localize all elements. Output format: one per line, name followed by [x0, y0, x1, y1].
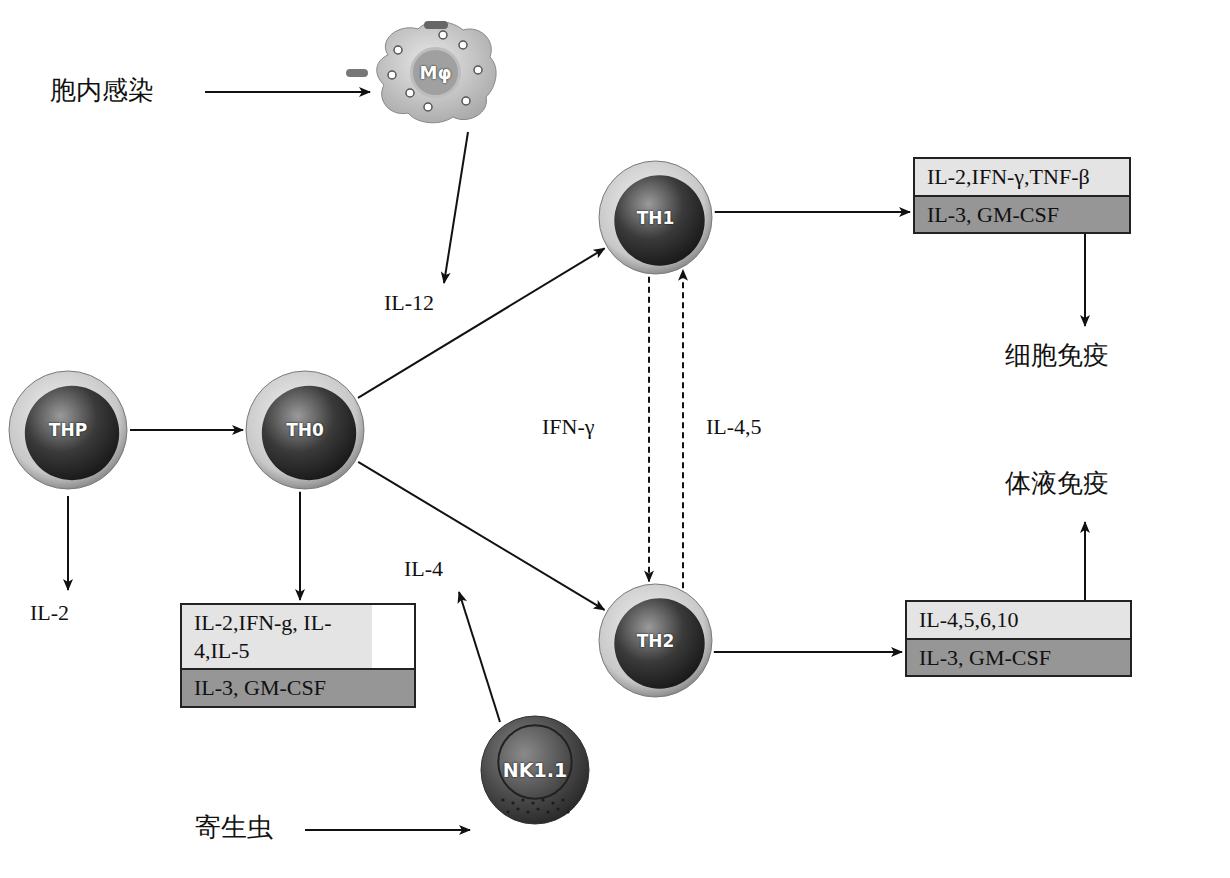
feedback-arrow [648, 277, 650, 582]
process-label: 胞内感染 [50, 75, 154, 106]
differentiation-arrow [299, 492, 301, 600]
vacuole [439, 31, 447, 39]
granule [511, 801, 514, 804]
differentiation-arrow [358, 462, 604, 610]
cell-membrane [599, 584, 712, 697]
cytokine-list: IL-4,5,6,10 [907, 602, 1130, 638]
il2-arrow [67, 496, 69, 590]
granule [536, 807, 539, 810]
granule [506, 810, 509, 813]
bacterium [346, 69, 368, 77]
feedback-arrow [682, 270, 684, 588]
cytokine-box: IL-2,IFN-g, IL-4,IL-5IL-3, GM-CSF [180, 603, 416, 708]
vacuole [406, 89, 414, 97]
process-label: 体液免疫 [1005, 468, 1109, 499]
cell-nucleus [262, 386, 356, 480]
nk-cell: NK1.1 [480, 715, 590, 825]
infection-arrow [205, 91, 370, 93]
bacterium [424, 21, 448, 29]
cell-membrane [599, 161, 712, 274]
t-cell: TH0 [245, 370, 365, 490]
humoral-arrow [1084, 522, 1086, 600]
process-label: 寄生虫 [195, 812, 273, 843]
cytokine-box: IL-4,5,6,10IL-3, GM-CSF [905, 600, 1132, 677]
differentiation-arrow [715, 211, 910, 213]
cell-name: Mφ [420, 62, 452, 83]
cell-name: NK1.1 [503, 759, 567, 781]
vacuole [474, 66, 482, 74]
parasite-arrow [305, 829, 470, 831]
granule [561, 798, 564, 801]
cell-membrane [246, 371, 364, 489]
edge-label: IL-4,5 [704, 414, 764, 440]
cellular-arrow [1084, 234, 1086, 326]
vacuole [388, 71, 396, 79]
cell-name: THP [49, 420, 87, 440]
t-cell: TH2 [598, 583, 713, 698]
vacuole [462, 97, 470, 105]
macrophage-cell: Mφ [368, 15, 503, 130]
cell-name: TH2 [637, 631, 675, 651]
macrophage-body [377, 22, 496, 123]
growth-factor-list: IL-3, GM-CSF [182, 668, 414, 706]
edge-group [130, 212, 910, 652]
granule [521, 798, 524, 801]
cell-nucleus [498, 725, 571, 798]
differentiation-arrow [358, 248, 605, 398]
granule [531, 801, 534, 804]
cell-membrane [9, 371, 127, 489]
cell-name: TH1 [637, 208, 675, 228]
granule [556, 807, 559, 810]
cell-nucleus [614, 598, 704, 688]
vacuole [424, 103, 432, 111]
growth-factor-list: IL-3, GM-CSF [915, 195, 1129, 233]
granule [516, 807, 519, 810]
macrophage-nucleus [412, 49, 460, 97]
t-cell: THP [8, 370, 128, 490]
cytokine-list: IL-2,IFN-γ,TNF-β [915, 159, 1129, 195]
process-label: 细胞免疫 [1005, 340, 1109, 371]
edge-label: IFN-γ [540, 414, 597, 440]
granule [551, 801, 554, 804]
granule [566, 810, 569, 813]
cell-nucleus [614, 175, 704, 265]
differentiation-arrow [130, 429, 243, 431]
cell-membrane [481, 716, 589, 824]
t-cell: TH1 [598, 160, 713, 275]
il12-arrow [444, 132, 468, 283]
vacuole [459, 41, 467, 49]
cell-nucleus [25, 386, 119, 480]
cytokine-list: IL-2,IFN-g, IL-4,IL-5 [182, 605, 372, 668]
granule [541, 798, 544, 801]
growth-factor-list: IL-3, GM-CSF [907, 638, 1130, 676]
cytokine-box: IL-2,IFN-γ,TNF-βIL-3, GM-CSF [913, 157, 1131, 234]
cytokine-label: IL-12 [384, 290, 434, 316]
granule [526, 810, 529, 813]
vacuole [394, 46, 402, 54]
granule [501, 798, 504, 801]
differentiation-arrow [714, 651, 902, 653]
cytokine-label: IL-4 [404, 556, 443, 582]
cytokine-label: IL-2 [30, 600, 69, 626]
cell-name: TH0 [286, 420, 324, 440]
il4-arrow [459, 592, 500, 722]
granule [546, 810, 549, 813]
